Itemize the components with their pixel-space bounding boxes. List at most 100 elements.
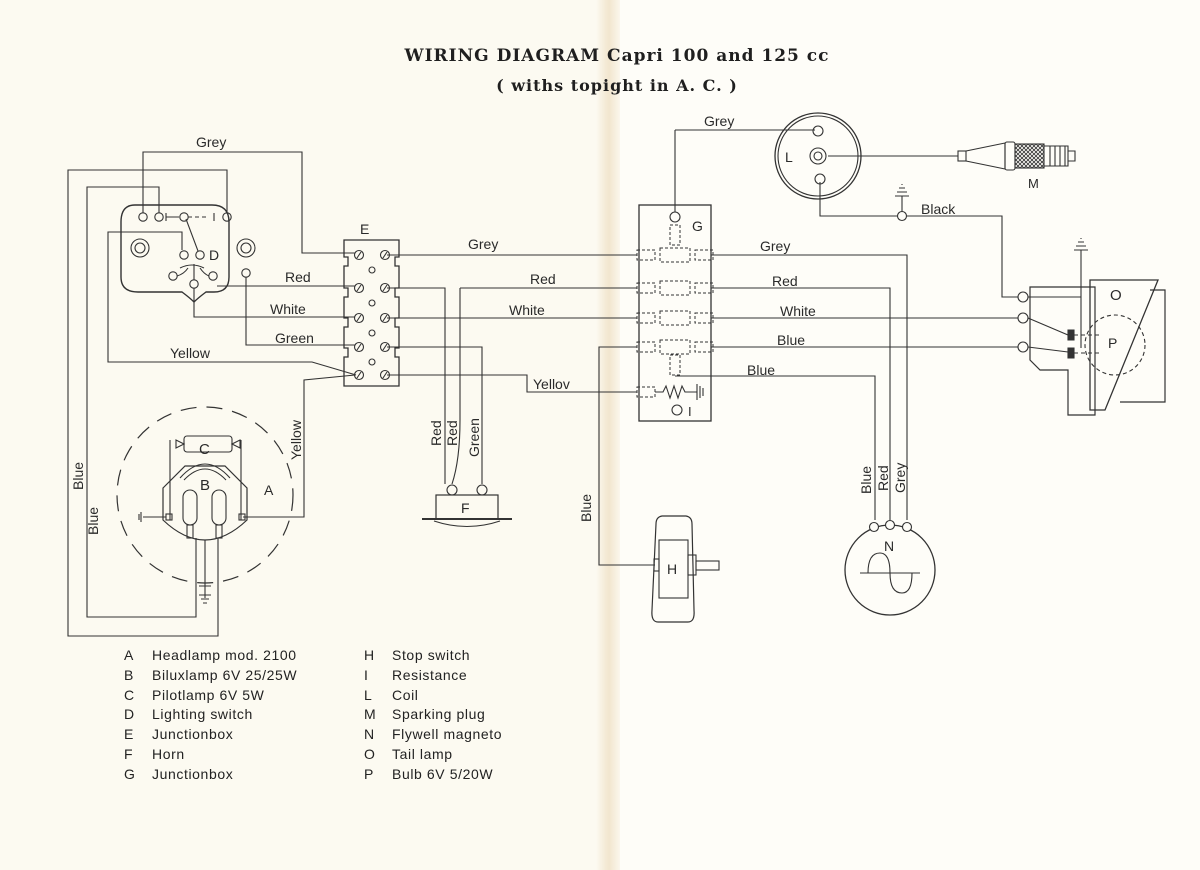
legend-key: L — [364, 686, 373, 703]
tail-lamp-o — [1017, 279, 1166, 416]
legend-text: Stop switch — [392, 647, 471, 663]
wire-label-black: Black — [921, 201, 956, 217]
legend-text: Tail lamp — [392, 745, 453, 762]
terminal-screw — [353, 312, 365, 324]
legend-key: P — [364, 765, 374, 782]
terminal-slot — [356, 371, 362, 379]
legend-key: H — [364, 647, 375, 663]
legend-left: A Headlamp mod. 2100 B Biluxlamp 6V 25/25W… — [124, 647, 297, 786]
diagram-subtitle: ( withs topight in A. C. ) — [496, 76, 738, 95]
legend-item: N Flywell magneto — [364, 726, 502, 746]
terminal-slot — [356, 251, 362, 259]
legend-item: P Bulb 6V 5/20W — [364, 766, 502, 786]
label-e: E — [360, 221, 369, 237]
wire-label-white: White — [270, 301, 306, 317]
flywheel-magneto-n — [844, 519, 936, 616]
legend-item: C Pilotlamp 6V 5W — [124, 687, 297, 707]
legend-text: Headlamp mod. 2100 — [152, 647, 297, 663]
terminal-slot — [356, 343, 362, 351]
label-d: D — [209, 247, 219, 263]
junction-box-g — [636, 130, 714, 422]
terminal-hole — [368, 329, 376, 337]
label-o: O — [1110, 287, 1122, 304]
legend-item: A Headlamp mod. 2100 — [124, 647, 297, 667]
legend-text: Lighting switch — [152, 706, 253, 723]
legend-item: M Sparking plug — [364, 706, 502, 726]
legend-key: A — [124, 647, 134, 663]
terminal-slot — [382, 371, 388, 379]
legend-key: D — [124, 706, 135, 723]
legend-key: G — [124, 765, 136, 782]
legend-key: M — [364, 706, 377, 723]
label-h: H — [667, 561, 677, 577]
terminal-slot — [382, 343, 388, 351]
terminal-screw — [379, 369, 391, 381]
junction-box-e — [343, 239, 400, 387]
terminal-screw — [353, 369, 365, 381]
legend-text: Bulb 6V 5/20W — [392, 765, 494, 782]
wire-label-horn-red-2: Red — [444, 420, 460, 446]
spark-plug-m — [957, 141, 1076, 171]
label-m: M — [1028, 176, 1039, 191]
terminal-slot — [356, 314, 362, 322]
wire-label-blue-right: Blue — [777, 332, 805, 348]
legend-text: Resistance — [392, 666, 468, 683]
wire-label-yellow-vertical: Yellow — [288, 419, 304, 460]
legend-key: B — [124, 666, 134, 683]
wire-label-grey-coil: Grey — [704, 113, 734, 129]
wire-label-magneto-blue: Blue — [858, 466, 874, 494]
wire-label-white-mid: White — [509, 302, 545, 318]
wire-label-grey: Grey — [196, 134, 226, 150]
wires-middle — [387, 254, 655, 566]
lighting-switch-d — [120, 204, 256, 303]
wire-label-green: Green — [275, 330, 314, 346]
label-c: C — [199, 441, 210, 458]
horn-f — [422, 484, 512, 527]
legend-text: Horn — [152, 745, 185, 762]
terminal-hole — [368, 358, 376, 366]
wire-label-yellow: Yellow — [170, 345, 211, 361]
terminal-hole — [368, 299, 376, 307]
terminal-hole — [368, 266, 376, 274]
label-l: L — [785, 149, 793, 165]
terminal-slot — [382, 251, 388, 259]
legend-key: F — [124, 745, 134, 762]
wire-label-red-mid: Red — [530, 271, 556, 287]
legend-text: Pilotlamp 6V 5W — [152, 686, 265, 703]
terminal-slot — [356, 284, 362, 292]
legend-item: L Coil — [364, 687, 502, 707]
legend-item: D Lighting switch — [124, 706, 297, 726]
wire-label-blue-inner: Blue — [85, 507, 101, 535]
wires-left — [67, 151, 637, 637]
legend-text: Biluxlamp 6V 25/25W — [152, 666, 298, 683]
wire-label-horn-red-1: Red — [428, 420, 444, 446]
legend-key: I — [364, 666, 369, 683]
legend-item: G Junctionbox — [124, 766, 297, 786]
legend-key: O — [364, 745, 376, 762]
legend-text: Junctionbox — [152, 726, 234, 743]
stop-switch-h — [651, 515, 720, 623]
wire-label-blue-stop: Blue — [578, 494, 594, 522]
legend-item: H Stop switch — [364, 647, 502, 667]
wire-label-red: Red — [285, 269, 311, 285]
legend-text: Coil — [392, 686, 419, 703]
legend-text: Junctionbox — [152, 765, 234, 782]
terminal-slot — [382, 314, 388, 322]
legend-key: N — [364, 726, 375, 743]
right-page — [604, 0, 1200, 870]
legend-text: Flywell magneto — [392, 726, 503, 743]
ground-icon — [895, 184, 1088, 348]
legend-key: E — [124, 726, 134, 743]
headlamp-a — [116, 406, 294, 604]
wire-label-magneto-grey: Grey — [892, 463, 908, 493]
terminal-screw — [353, 282, 365, 294]
wire-label-grey-right: Grey — [760, 238, 790, 254]
legend-item: B Biluxlamp 6V 25/25W — [124, 667, 297, 687]
label-b: B — [200, 477, 210, 494]
legend-text: Sparking plug — [392, 706, 486, 723]
label-g: G — [692, 218, 703, 234]
legend-key: C — [124, 686, 135, 703]
coil-l — [774, 112, 862, 200]
wire-label-blue-outer: Blue — [70, 462, 86, 490]
